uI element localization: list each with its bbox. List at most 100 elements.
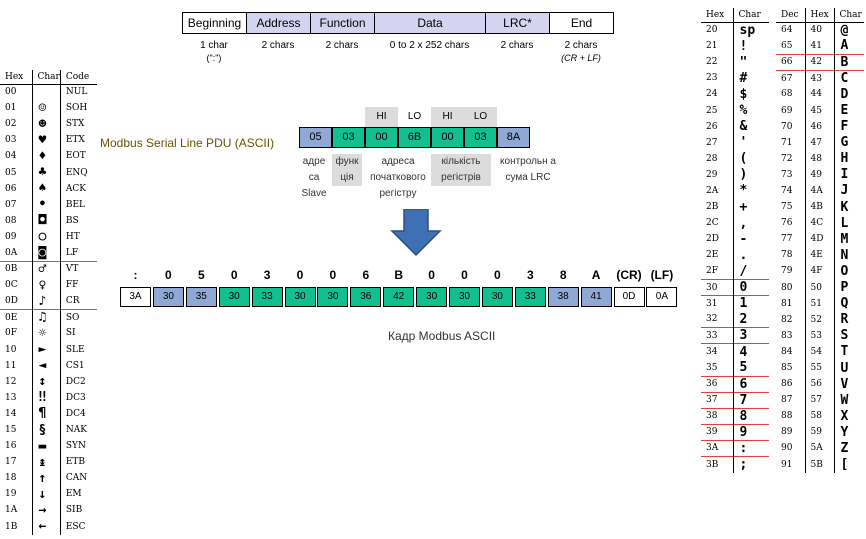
- table-cell-hx: 33: [701, 327, 733, 344]
- table-cell-hx: 21: [706, 41, 718, 52]
- col-header-char: Char: [31, 70, 61, 85]
- table-row: 29): [701, 166, 769, 183]
- table-row: 01☺SOH: [0, 100, 98, 117]
- table-cell-ch: J: [833, 182, 864, 200]
- table-cell-hx: 51: [804, 295, 834, 312]
- table-row: 0D♪CR: [0, 293, 98, 310]
- table-cell-dc: 73: [781, 169, 793, 180]
- table-cell-ch: §: [31, 421, 61, 439]
- table-cell-cd: BEL: [59, 196, 98, 213]
- table-cell-dc: 80: [781, 282, 793, 293]
- table-row: 08◘BS: [0, 212, 98, 229]
- table-cell-cd: NAK: [59, 421, 98, 439]
- table-cell-ch: [31, 84, 61, 101]
- table-cell-hx: 0D: [5, 296, 18, 307]
- table-row: 0B♂VT: [0, 260, 98, 278]
- table-cell-ch: Y: [833, 424, 864, 441]
- table-cell-hx: 28: [706, 153, 718, 164]
- table-cell-hx: 45: [804, 102, 834, 119]
- table-cell-hx: 49: [804, 166, 834, 183]
- frame-hex-cell: 30: [218, 287, 250, 307]
- table-cell-hx: 15: [5, 425, 17, 436]
- table-cell-cd: SYN: [59, 438, 98, 455]
- table-cell-ch: ♠: [31, 180, 61, 197]
- table-cell-dc: 81: [781, 298, 793, 309]
- table-cell-ch: U: [833, 359, 864, 377]
- table-cell-dc: 74: [781, 185, 793, 196]
- table-cell-hx: 55: [804, 359, 834, 377]
- table-row: 09○HT: [0, 228, 98, 245]
- frame-char-label: 0: [329, 268, 337, 282]
- table-cell-ch: 7: [732, 391, 769, 409]
- table-cell-ch: ☺: [31, 100, 61, 117]
- table-cell-cd: BS: [59, 212, 98, 229]
- pdu-column: 8A: [497, 107, 530, 148]
- pdu-byte-order-label: LO: [407, 111, 422, 122]
- table-row: 19↓EM: [0, 486, 98, 503]
- frame-char-label: (CR): [616, 268, 642, 282]
- frame-field-lrc: LRC*: [485, 12, 550, 34]
- table-cell-dc: 85: [781, 363, 793, 374]
- table-cell-ch: X: [833, 408, 864, 425]
- table-cell-hx: 4E: [804, 247, 834, 264]
- pdu-byte-order-label: [497, 107, 530, 127]
- pdu-byte-cell: 05: [299, 127, 332, 148]
- table-cell-hx: 04: [5, 151, 17, 162]
- table-row: 3B;: [701, 456, 769, 473]
- table-cell-dc: 75: [781, 202, 793, 213]
- table-cell-hx: 32: [706, 314, 718, 325]
- table-cell-cd: SO: [59, 308, 98, 326]
- frame-char-label: 8: [559, 268, 567, 282]
- table-cell-dc: 77: [781, 234, 793, 245]
- table-cell-cd: ESC: [59, 518, 98, 535]
- table-row: 32 2: [701, 311, 769, 328]
- table-cell-dc: 91: [781, 459, 793, 470]
- table-cell-hx: 24: [706, 89, 718, 100]
- pdu-byte-order-label: [332, 107, 365, 127]
- table-cell-ch: ▬: [31, 438, 61, 455]
- table-cell-ch: ": [732, 54, 769, 71]
- col-header-char: Char: [833, 8, 864, 23]
- table-cell-ch: 2: [732, 311, 769, 328]
- table-cell-dc: 86: [781, 379, 793, 390]
- table-cell-hx: 38: [701, 407, 733, 425]
- table-cell-hx: 2D: [706, 234, 719, 245]
- table-cell-hx: 56: [804, 376, 834, 393]
- table-cell-hx: 16: [5, 441, 17, 452]
- ascii-frame-caption: Кадр Modbus ASCII: [388, 329, 496, 343]
- frame-char-label: (LF): [650, 268, 674, 282]
- table-cell-hx: 4A: [804, 182, 834, 200]
- frame-char-label: 0: [461, 268, 468, 282]
- table-row: 06♠ACK: [0, 180, 98, 197]
- col-header-char: Char: [732, 8, 769, 23]
- frame-hex-cell: 30: [317, 287, 349, 307]
- frame-hex-cell: 30: [152, 287, 184, 307]
- table-cell-cd: LF: [59, 244, 98, 262]
- table-cell-ch: O: [833, 263, 864, 280]
- table-cell-ch: N: [833, 247, 864, 264]
- table-row: 0F☼SI: [0, 325, 98, 342]
- table-row: 2C,: [701, 215, 769, 232]
- table-cell-ch: 3: [732, 327, 769, 344]
- table-cell-dc: 88: [781, 411, 793, 422]
- table-cell-hx: 27: [706, 137, 718, 148]
- pdu-label: Modbus Serial Line PDU (ASCII): [100, 136, 275, 150]
- table-cell-ch: Z: [833, 440, 864, 457]
- table-cell-ch: ♦: [31, 148, 61, 165]
- frame-hex-cell: 38: [547, 287, 579, 307]
- table-cell-hx: 54: [804, 343, 834, 360]
- table-cell-dc: 68: [781, 89, 793, 100]
- table-cell-ch: ↨: [31, 454, 61, 471]
- table-cell-ch: ♂: [31, 260, 61, 278]
- frame-hex-cell: 36: [350, 287, 382, 307]
- pdu-column: 03: [332, 107, 365, 148]
- table-cell-ch: R: [833, 311, 864, 328]
